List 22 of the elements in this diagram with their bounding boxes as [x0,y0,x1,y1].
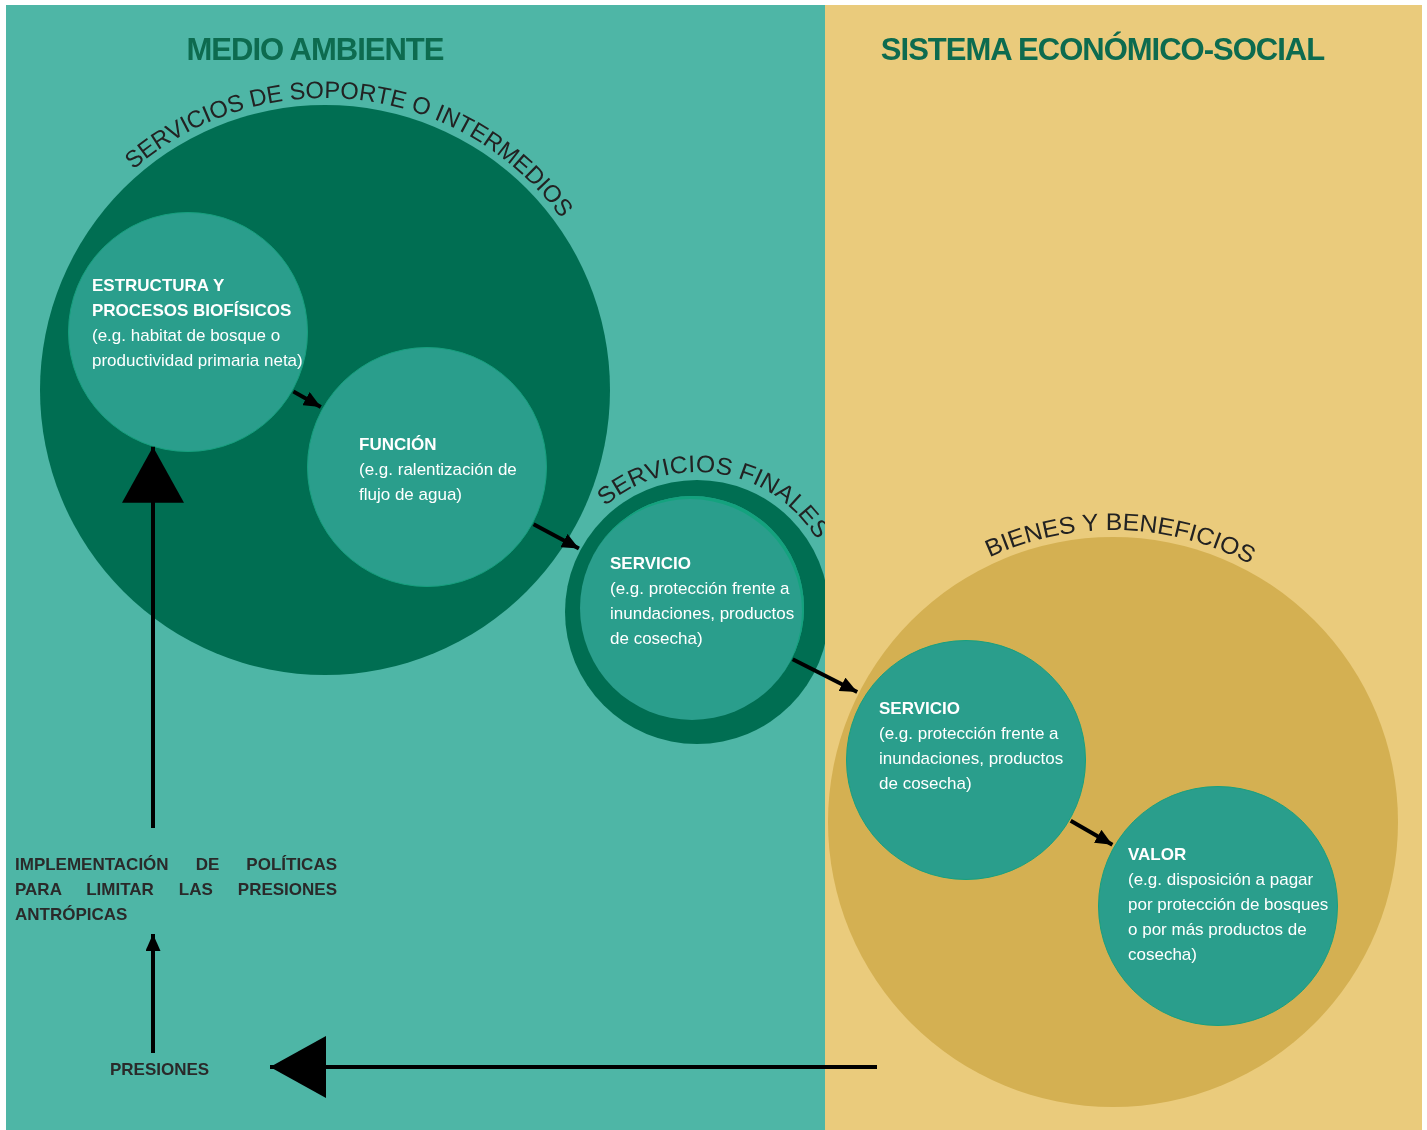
pressure-label: PRESIONES [105,1057,270,1085]
circle-description: (e.g. habitat de bosque o productividad primaria neta) [92,325,304,372]
arrow [270,1036,877,1098]
circle-heading: VALOR [1128,844,1188,866]
circle-description: (e.g. protección frente a inundaciones, productos de cosecha) [879,723,1065,795]
circle-description: (e.g. disposición a pagar por protección de bosques o por más productos de cosecha) [1128,869,1330,966]
panel-background [6,5,825,1130]
arrow [292,389,322,409]
arrow [532,522,580,551]
panel-background [825,5,1422,1130]
circle-heading: ESTRUCTURA Y PROCESOS BIOFÍSICOS [92,275,293,322]
circle-heading: SERVICIO [610,553,692,575]
circle-heading: FUNCIÓN [359,434,438,456]
panel-title: MEDIO AMBIENTE [185,32,445,68]
arrow [145,934,161,1053]
policy-text: IMPLEMENTACIÓN DE POLÍTICAS PARA LIMITAR LAS PRESIONES ANTRÓPICAS [15,852,337,930]
arrow [1069,818,1114,847]
circle-heading: SERVICIO [879,698,961,720]
panel-title: SISTEMA ECONÓMICO-SOCIAL [879,32,1326,68]
arrow [122,446,184,828]
circle-description: (e.g. ralentización de flujo de agua) [359,459,518,506]
circle-description: (e.g. protección frente a inundaciones, productos de cosecha) [610,578,796,650]
